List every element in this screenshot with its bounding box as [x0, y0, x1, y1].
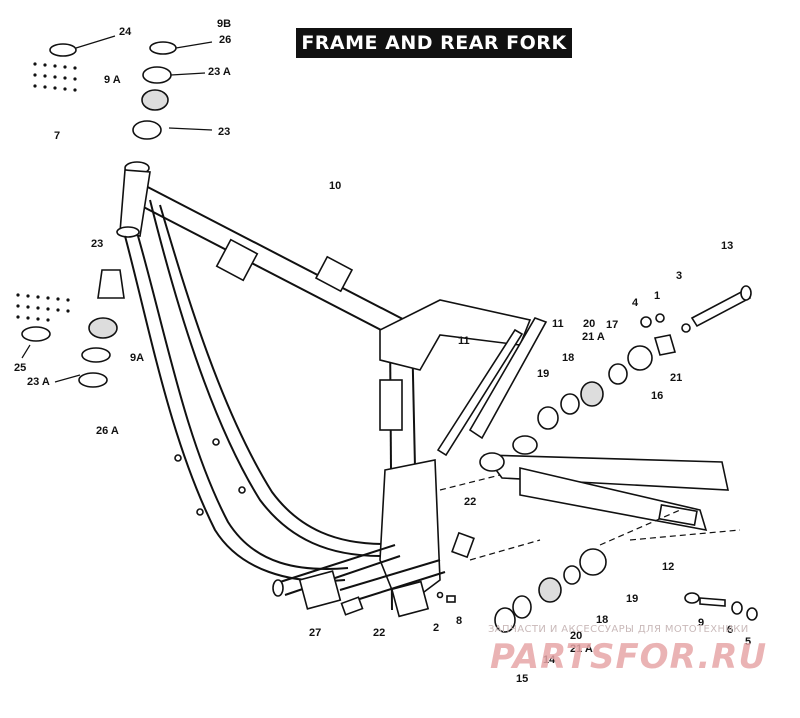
callout-11b: 11: [458, 335, 470, 347]
callout-5: 5: [745, 636, 752, 648]
diagram-title: FRAME AND REAR FORK: [296, 28, 572, 58]
steering-head: [116, 161, 151, 238]
callout-8: 8: [456, 615, 463, 627]
callout-27: 27: [309, 627, 322, 639]
callout-26a: 26 A: [96, 425, 119, 437]
callout-12: 12: [662, 561, 675, 573]
watermark-caption: ЗАПЧАСТИ И АКСЕССУАРЫ ДЛЯ МОТОТЕХНИКИ: [488, 624, 749, 635]
pivot-shaft: [640, 285, 752, 356]
callout-22-mid: 22: [464, 496, 477, 508]
callout-2: 2: [433, 622, 440, 634]
callout-20-top: 20: [583, 318, 596, 330]
callout-25: 25: [14, 362, 27, 374]
callout-9b: 9B: [217, 18, 232, 30]
callout-3: 3: [676, 270, 683, 282]
callout-14: 14: [543, 654, 556, 666]
callout-15: 15: [516, 673, 529, 685]
pivot-bearings-upper: [537, 345, 653, 430]
frame-base-small-parts: [340, 531, 475, 616]
callout-23a-left: 23 A: [27, 376, 50, 388]
callout-26: 26: [219, 34, 232, 46]
callout-21a-bot: 21 A: [570, 643, 593, 655]
callout-22-bot: 22: [373, 627, 386, 639]
callout-13: 13: [721, 240, 734, 252]
frame-bottom-crossmember: [272, 544, 446, 618]
callout-19-bot: 19: [626, 593, 639, 605]
callout-21: 21: [670, 372, 683, 384]
callout-20-bot: 20: [570, 630, 583, 642]
watermark-logo: PARTSFOR.RU: [490, 637, 768, 677]
callout-16: 16: [651, 390, 664, 402]
chain-guard: [436, 317, 548, 457]
callout-4: 4: [632, 297, 639, 309]
frame-down-tubes: [124, 199, 385, 582]
callout-23-left: 23: [91, 238, 104, 250]
callout-24: 24: [119, 26, 132, 38]
bearing-balls: [16, 62, 77, 322]
callout-18-top: 18: [562, 352, 575, 364]
callout-1: 1: [654, 290, 661, 302]
callout-9a-top: 9 A: [104, 74, 121, 86]
callout-18-bot: 18: [596, 614, 609, 626]
rear-swing-fork: [439, 435, 741, 561]
callout-21a-top: 21 A: [582, 331, 605, 343]
callout-19-top: 19: [537, 368, 550, 380]
steering-bearings-left: [21, 269, 125, 388]
callout-6: 6: [727, 624, 734, 636]
pivot-bearings-lower: [494, 548, 758, 633]
callout-11a: 11: [552, 318, 564, 330]
callout-17: 17: [606, 319, 619, 331]
steering-bearings-top: [49, 35, 213, 140]
frame-top-tube: [129, 181, 421, 347]
callout-23a-top: 23 A: [208, 66, 231, 78]
callout-23-top: 23: [218, 126, 231, 138]
callout-7: 7: [54, 130, 61, 142]
callout-10: 10: [329, 180, 342, 192]
callout-9: 9: [698, 617, 705, 629]
callout-9a-left: 9A: [130, 352, 145, 364]
